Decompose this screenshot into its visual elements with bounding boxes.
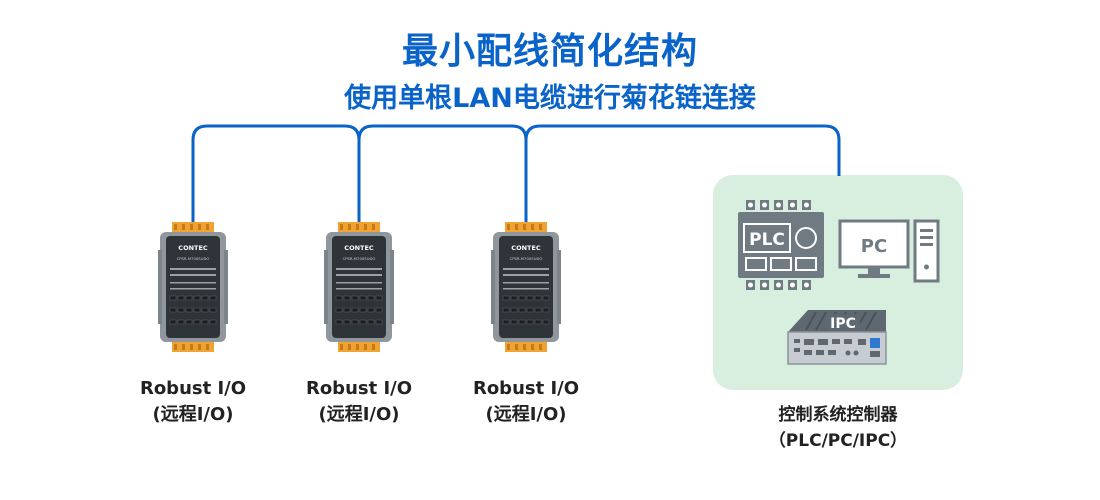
terminal-block-top — [505, 222, 547, 232]
lan-cable — [191, 124, 841, 222]
plc-label: PLC — [749, 230, 785, 250]
module-brand: CONTEC — [178, 244, 208, 252]
module-label-2: Robust I/O (远程I/O) — [284, 376, 434, 428]
controller-label: 控制系统控制器 （PLC/PC/IPC） — [713, 402, 963, 454]
robust-io-module-3: CONTEC CPSR-M700SUDO — [491, 222, 561, 352]
module-name: Robust I/O — [305, 378, 413, 399]
terminal-block-bottom — [505, 342, 547, 352]
page-title: 最小配线简化结构 — [401, 31, 698, 72]
module-name: Robust I/O — [472, 378, 580, 399]
ipc-label: IPC — [830, 316, 856, 332]
module-model: CPSR-M700SUDO — [510, 256, 543, 261]
pc-icon: PC — [838, 219, 940, 283]
terminal-block-bottom — [172, 342, 214, 352]
terminal-block-bottom — [338, 342, 380, 352]
robust-io-module-2: CONTEC CPSR-M700SUDO — [324, 222, 394, 352]
module-brand: CONTEC — [344, 244, 374, 252]
terminal-block-top — [172, 222, 214, 232]
module-name: Robust I/O — [139, 378, 247, 399]
controller-desc: （PLC/PC/IPC） — [768, 431, 908, 451]
module-brand: CONTEC — [511, 244, 541, 252]
module-model: CPSR-M700SUDO — [177, 256, 210, 261]
plc-icon: PLC — [738, 200, 824, 290]
controller-name: 控制系统控制器 — [778, 405, 898, 425]
page-subtitle: 使用单根LAN电缆进行菊花链连接 — [344, 83, 756, 114]
robust-io-module-1: CONTEC CPSR-M700SUDO — [158, 222, 228, 352]
ipc-icon: IPC — [787, 310, 887, 365]
module-desc: (远程I/O) — [152, 404, 234, 425]
module-model: CPSR-M700SUDO — [343, 256, 376, 261]
module-desc: (远程I/O) — [318, 404, 400, 425]
module-label-1: Robust I/O (远程I/O) — [118, 376, 268, 428]
module-desc: (远程I/O) — [485, 404, 567, 425]
terminal-block-top — [338, 222, 380, 232]
module-label-3: Robust I/O (远程I/O) — [451, 376, 601, 428]
pc-label: PC — [861, 236, 887, 257]
